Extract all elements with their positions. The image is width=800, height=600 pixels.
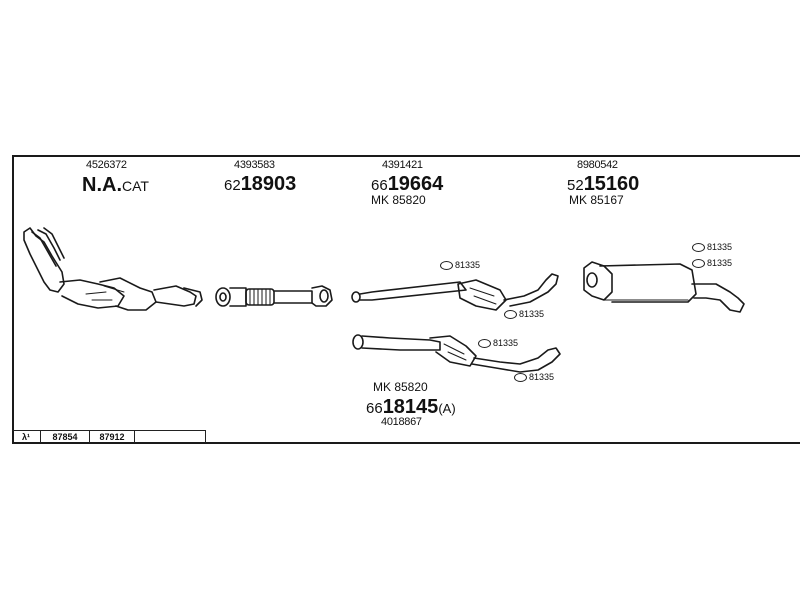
clamp-ref-mid2-bottom-label: 81335 (529, 372, 555, 382)
rear-silencer-ref: 8980542 (577, 159, 618, 171)
middle-silencer-2-code-prefix: 66 (366, 400, 383, 417)
clamp-ref-rear-bottom: 81335 (692, 258, 733, 269)
front-pipe-code-bold: 18903 (240, 173, 297, 195)
frame-top-line (12, 155, 800, 157)
clamp-ref-rear-top-label: 81335 (707, 242, 733, 252)
rear-silencer-part-drawing (583, 261, 745, 313)
clamp-ref-rear-bottom-label: 81335 (707, 258, 733, 268)
catalyst-code: N.A.CAT (82, 175, 149, 195)
middle-silencer-2-ref: 4018867 (381, 416, 422, 428)
clamp-icon (504, 310, 517, 320)
clamp-ref-mid1-bottom-label: 81335 (519, 309, 545, 319)
clamp-ref-rear-top: 81335 (692, 242, 733, 253)
middle-silencer-1-mk: MK 85820 (371, 193, 426, 207)
middle-silencer-2-code-bold: 18145 (382, 396, 439, 418)
clamp-ref-mid2-bottom: 81335 (514, 372, 555, 383)
catalyst-code-suffix: CAT (122, 178, 149, 194)
frame-left-line (12, 155, 14, 444)
middle-silencer-1-code-bold: 19664 (387, 173, 444, 195)
middle-silencer-1-code: 6619664 (371, 174, 443, 194)
lambda-sensor-table: λ¹ 87854 87912 (12, 430, 206, 443)
front-pipe-part-drawing (215, 285, 333, 307)
front-pipe-ref: 4393583 (234, 159, 275, 171)
middle-silencer-2-code: 6618145(A) (366, 397, 456, 417)
middle-silencer-1-ref: 4391421 (382, 159, 423, 171)
rear-silencer-code-bold: 15160 (583, 173, 640, 195)
table-cell-1: 87854 (41, 431, 90, 443)
table-cell-2: 87912 (90, 431, 135, 443)
rear-silencer-code-prefix: 52 (567, 177, 584, 194)
clamp-icon (478, 339, 491, 349)
front-pipe-code: 6218903 (224, 174, 296, 194)
catalyst-ref: 4526372 (86, 159, 127, 171)
rear-silencer-code: 5215160 (567, 174, 639, 194)
table-cell-3 (135, 431, 206, 443)
clamp-icon (514, 373, 527, 383)
clamp-icon (692, 243, 705, 253)
middle-silencer-1-code-prefix: 66 (371, 177, 388, 194)
clamp-ref-mid2-top: 81335 (478, 338, 519, 349)
clamp-ref-mid2-top-label: 81335 (493, 338, 519, 348)
clamp-icon (440, 261, 453, 271)
clamp-ref-mid1-top-label: 81335 (455, 260, 481, 270)
front-pipe-code-prefix: 62 (224, 177, 241, 194)
frame-bottom-line (12, 442, 800, 444)
catalyst-code-bold: N.A. (82, 174, 122, 196)
middle-silencer-2-part-drawing (352, 334, 561, 373)
rear-silencer-mk: MK 85167 (569, 193, 624, 207)
middle-silencer-1-part-drawing (351, 273, 559, 311)
clamp-icon (692, 259, 705, 269)
clamp-ref-mid1-top: 81335 (440, 260, 481, 271)
middle-silencer-2-mk: MK 85820 (373, 380, 428, 394)
lambda-cell: λ¹ (12, 431, 41, 443)
clamp-ref-mid1-bottom: 81335 (504, 309, 545, 320)
catalyst-part-drawing (23, 227, 203, 311)
middle-silencer-2-code-suffix: (A) (438, 401, 456, 416)
